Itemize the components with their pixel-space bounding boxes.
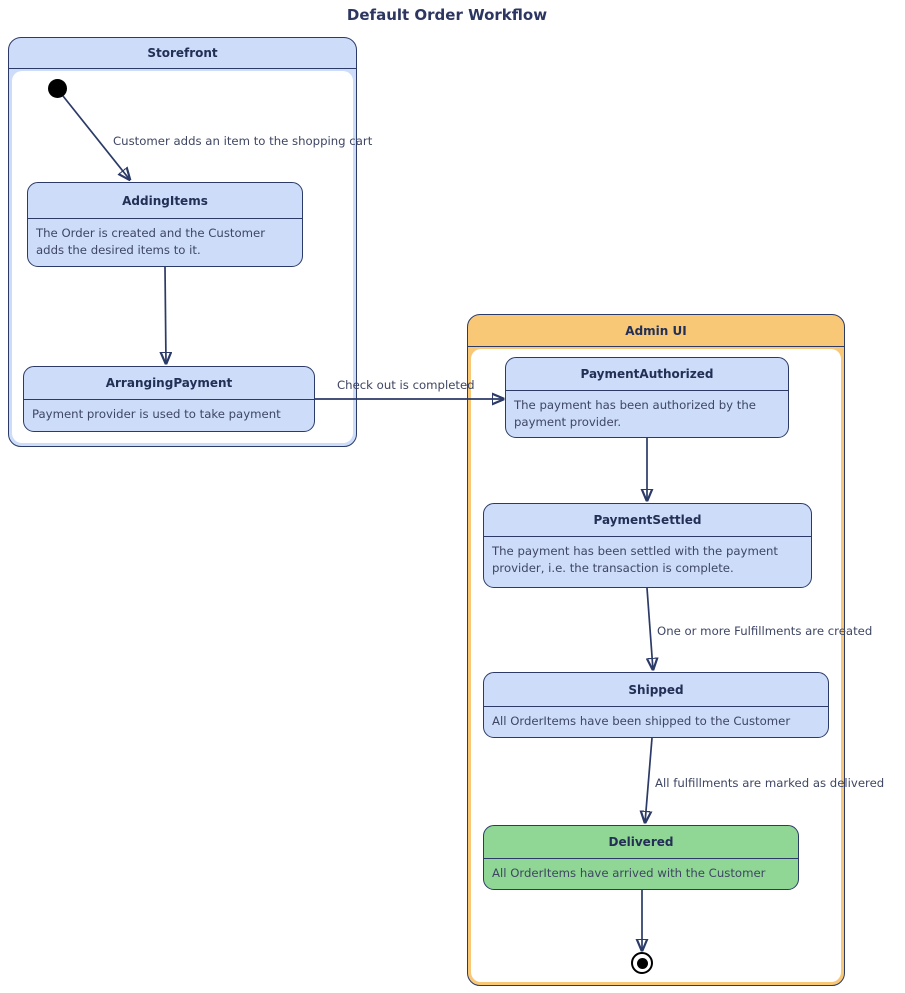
diagram-title: Default Order Workflow <box>346 6 548 24</box>
state-delivered-description: All OrderItems have arrived with the Cus… <box>492 866 766 880</box>
transition-label-customer-adds-item: Customer adds an item to the shopping ca… <box>113 134 373 148</box>
final-state <box>631 952 653 974</box>
state-payment-settled-description: The payment has been settled with the pa… <box>492 544 779 575</box>
state-payment-settled-title: PaymentSettled <box>484 504 811 537</box>
state-payment-settled: PaymentSettled The payment has been sett… <box>483 503 812 588</box>
transition-label-fulfillments-created: One or more Fulfillments are created <box>657 624 873 638</box>
container-storefront-label: Storefront <box>147 46 218 60</box>
state-adding-items-title: AddingItems <box>28 183 302 219</box>
state-shipped: Shipped All OrderItems have been shipped… <box>483 672 829 738</box>
state-arranging-payment-description: Payment provider is used to take payment <box>32 407 281 421</box>
state-payment-authorized: PaymentAuthorized The payment has been a… <box>505 357 789 438</box>
container-admin-ui-header: Admin UI <box>468 315 844 347</box>
final-state-inner-dot <box>636 957 648 969</box>
state-shipped-title: Shipped <box>484 673 828 707</box>
state-adding-items-description: The Order is created and the Customer ad… <box>36 226 266 257</box>
container-storefront-header: Storefront <box>9 38 356 69</box>
state-payment-authorized-description: The payment has been authorized by the p… <box>514 398 756 429</box>
state-adding-items: AddingItems The Order is created and the… <box>27 182 303 267</box>
state-payment-authorized-title: PaymentAuthorized <box>506 358 788 391</box>
state-shipped-description: All OrderItems have been shipped to the … <box>492 714 791 728</box>
state-arranging-payment: ArrangingPayment Payment provider is use… <box>23 366 315 432</box>
state-delivered: Delivered All OrderItems have arrived wi… <box>483 825 799 890</box>
state-arranging-payment-title: ArrangingPayment <box>24 367 314 400</box>
transition-label-fulfillments-delivered: All fulfillments are marked as delivered <box>655 776 885 790</box>
transition-label-check-out-completed: Check out is completed <box>337 378 475 392</box>
initial-state-dot <box>48 79 67 98</box>
container-admin-ui-label: Admin UI <box>625 323 687 338</box>
state-delivered-title: Delivered <box>484 826 798 859</box>
